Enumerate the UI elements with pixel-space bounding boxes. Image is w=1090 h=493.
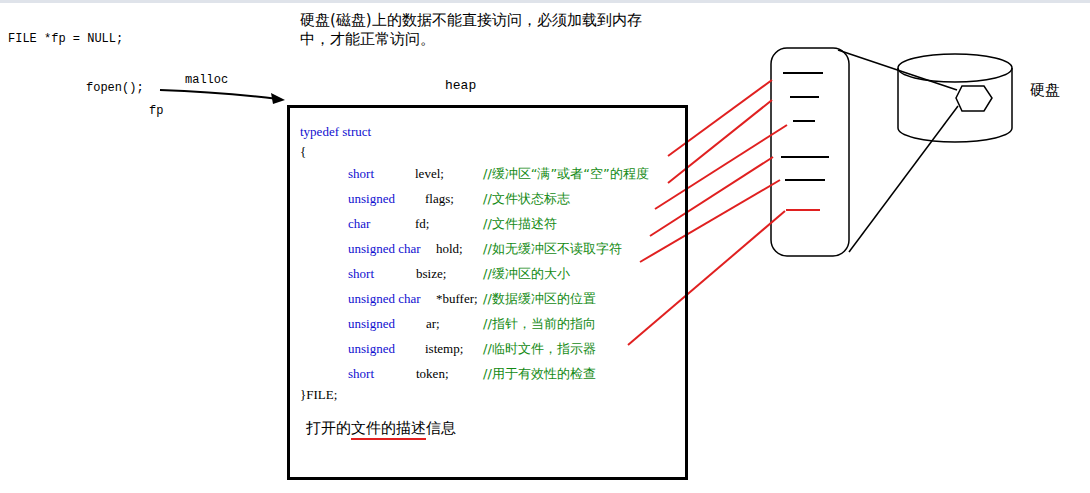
comment-text: //缓冲区“满”或者“空”的程度 xyxy=(483,165,649,183)
buffer-line xyxy=(781,156,829,158)
leader-line xyxy=(668,100,772,183)
type-keyword: unsigned xyxy=(348,316,395,332)
leader-line xyxy=(655,125,787,209)
type-keyword: unsigned char xyxy=(348,291,421,307)
code-text: FILE *fp = NULL; xyxy=(8,32,123,46)
type-keyword: short xyxy=(348,366,374,382)
type-keyword: unsigned xyxy=(348,341,395,357)
disk-label: 硬盘 xyxy=(1030,81,1060,100)
field-name: level; xyxy=(415,166,444,182)
leader-line xyxy=(640,180,780,262)
code-text: { xyxy=(300,144,306,160)
arrow-head xyxy=(271,93,285,104)
buffer-line xyxy=(785,179,825,181)
type-keyword: unsigned xyxy=(348,191,395,207)
type-keyword: short xyxy=(348,266,374,282)
code-text: fp xyxy=(149,104,163,118)
caption-text: 打开的文件的描述信息 xyxy=(306,419,456,438)
field-name: token; xyxy=(416,366,449,382)
field-name: flags; xyxy=(425,191,454,207)
leader-line xyxy=(650,157,773,236)
fopen-arrow xyxy=(160,90,278,99)
red-underline xyxy=(351,438,426,440)
comment-text: //缓冲区的大小 xyxy=(483,265,570,283)
disk-sector xyxy=(956,86,992,111)
code-text: malloc xyxy=(185,73,228,87)
disk-top xyxy=(898,54,1012,82)
field-name: hold; xyxy=(436,241,463,257)
field-name: *buffer; xyxy=(436,291,478,307)
comment-text: //指针，当前的指向 xyxy=(483,315,596,333)
field-name: bsize; xyxy=(416,266,446,282)
note-text: 硬盘(磁盘)上的数据不能直接访问，必须加载到内存中，才能正常访问。 xyxy=(300,11,658,49)
code-text: }FILE; xyxy=(300,387,337,403)
keyword: typedef struct xyxy=(300,124,371,140)
buffer-line xyxy=(783,72,823,74)
field-name: ar; xyxy=(426,316,440,332)
comment-text: //文件状态标志 xyxy=(483,190,570,208)
struct-box: heaptypedef struct{shortlevel;//缓冲区“满”或者… xyxy=(287,105,688,480)
code-text: fopen(); xyxy=(86,81,144,95)
buffer-block xyxy=(771,48,849,256)
buffer-line xyxy=(790,96,819,98)
zoom-line xyxy=(849,106,958,252)
type-keyword: short xyxy=(348,166,374,182)
comment-text: //如无缓冲区不读取字符 xyxy=(483,240,622,258)
comment-text: //用于有效性的检查 xyxy=(483,365,596,383)
heap-heading: heap xyxy=(445,78,476,93)
comment-text: //文件描述符 xyxy=(483,215,557,233)
field-name: istemp; xyxy=(425,341,463,357)
field-name: fd; xyxy=(415,216,429,232)
buffer-line-red xyxy=(786,209,820,211)
type-keyword: char xyxy=(348,216,370,232)
leader-line xyxy=(628,211,785,345)
type-keyword: unsigned char xyxy=(348,241,421,257)
buffer-line xyxy=(793,120,815,122)
comment-text: //数据缓冲区的位置 xyxy=(483,290,596,308)
comment-text: //临时文件，指示器 xyxy=(483,340,596,358)
disk-cylinder xyxy=(898,68,1012,142)
top-strip xyxy=(0,0,1090,3)
